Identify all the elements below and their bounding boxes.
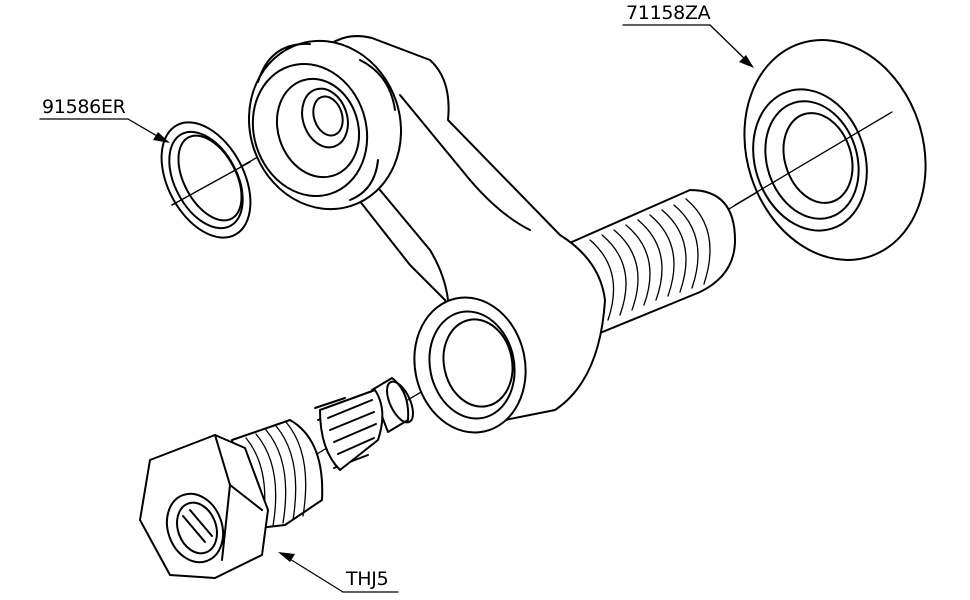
callout-seal: 91586ER <box>39 96 170 143</box>
rosette-axis <box>734 111 893 206</box>
label-91586er: 91586ER <box>42 96 126 118</box>
arrowhead-cartridge <box>278 552 295 562</box>
arrowhead-seal <box>153 132 170 143</box>
spigot-thread <box>589 198 711 321</box>
arrowhead-rosette <box>739 55 754 68</box>
cartridge <box>139 377 414 579</box>
label-71158za: 71158ZA <box>626 2 711 24</box>
elbow-body <box>247 35 736 434</box>
seal-ring <box>160 121 252 239</box>
seal-axis <box>171 161 251 206</box>
callout-rosette: 71158ZA <box>622 2 754 68</box>
wall-rosette <box>743 39 927 261</box>
callout-cartridge: THJ5 <box>278 552 399 593</box>
label-thj5: THJ5 <box>345 568 388 590</box>
